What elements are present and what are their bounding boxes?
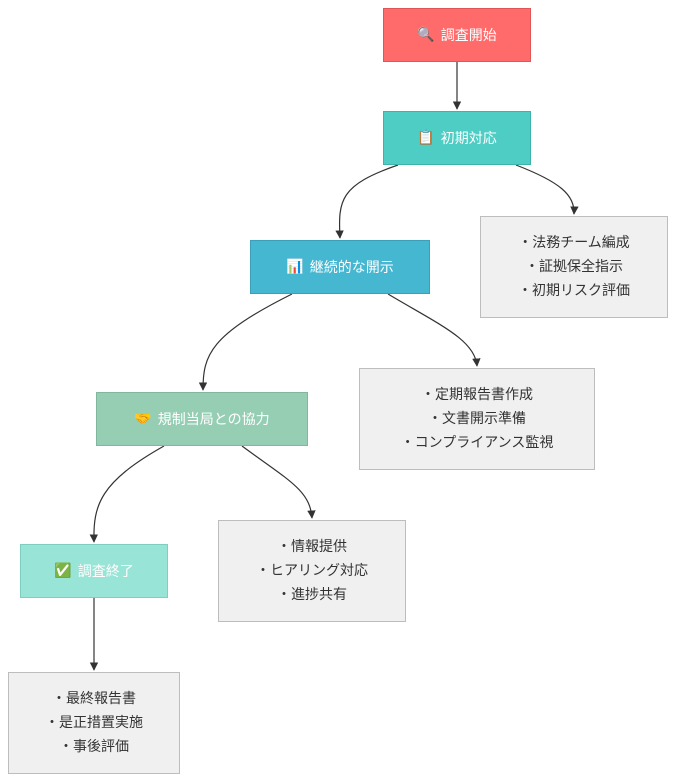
- magnifier-icon: 🔍: [417, 27, 435, 43]
- edge-disclosure-to-note: [387, 293, 481, 367]
- node-label: 調査終了: [77, 564, 134, 580]
- note-line: ・法務チーム編成: [518, 235, 630, 251]
- node-regulator-cooperation: 🤝 規制当局との協力: [96, 392, 308, 446]
- edge-cooperation-to-end: [89, 445, 165, 543]
- node-investigation-end: ✅ 調査終了: [20, 544, 168, 598]
- node-label: 規制当局との協力: [157, 412, 270, 428]
- edge-cooperation-to-note: [241, 445, 316, 519]
- note-line: ・情報提供: [277, 539, 347, 555]
- note-disclosure-tasks: ・定期報告書作成 ・文書開示準備 ・コンプライアンス監視: [359, 368, 595, 470]
- clipboard-icon: 📋: [417, 130, 435, 146]
- note-line: ・定期報告書作成: [421, 387, 533, 403]
- note-line: ・最終報告書: [52, 691, 136, 707]
- note-line: ・証拠保全指示: [525, 259, 623, 275]
- note-line: ・コンプライアンス監視: [400, 435, 554, 451]
- node-label: 初期対応: [440, 131, 497, 147]
- note-closing-tasks: ・最終報告書 ・是正措置実施 ・事後評価: [8, 672, 180, 774]
- edge-disclosure-to-cooperation: [198, 293, 293, 391]
- note-line: ・事後評価: [59, 739, 129, 755]
- node-investigation-start: 🔍 調査開始: [383, 8, 531, 62]
- note-line: ・是正措置実施: [45, 715, 143, 731]
- node-continuous-disclosure: 📊 継続的な開示: [250, 240, 430, 294]
- node-initial-response: 📋 初期対応: [383, 111, 531, 165]
- edge-initial-to-disclosure: [335, 164, 399, 239]
- bar-chart-icon: 📊: [286, 259, 304, 275]
- node-label: 調査開始: [440, 28, 497, 44]
- handshake-icon: 🤝: [134, 411, 152, 427]
- note-line: ・文書開示準備: [428, 411, 526, 427]
- check-mark-icon: ✅: [54, 563, 72, 579]
- note-cooperation-tasks: ・情報提供 ・ヒアリング対応 ・進捗共有: [218, 520, 406, 622]
- node-label: 継続的な開示: [309, 260, 394, 276]
- note-line: ・初期リスク評価: [518, 283, 630, 299]
- note-line: ・進捗共有: [277, 587, 347, 603]
- note-line: ・ヒアリング対応: [256, 563, 368, 579]
- note-initial-response-tasks: ・法務チーム編成 ・証拠保全指示 ・初期リスク評価: [480, 216, 668, 318]
- edge-initial-to-note: [515, 164, 579, 215]
